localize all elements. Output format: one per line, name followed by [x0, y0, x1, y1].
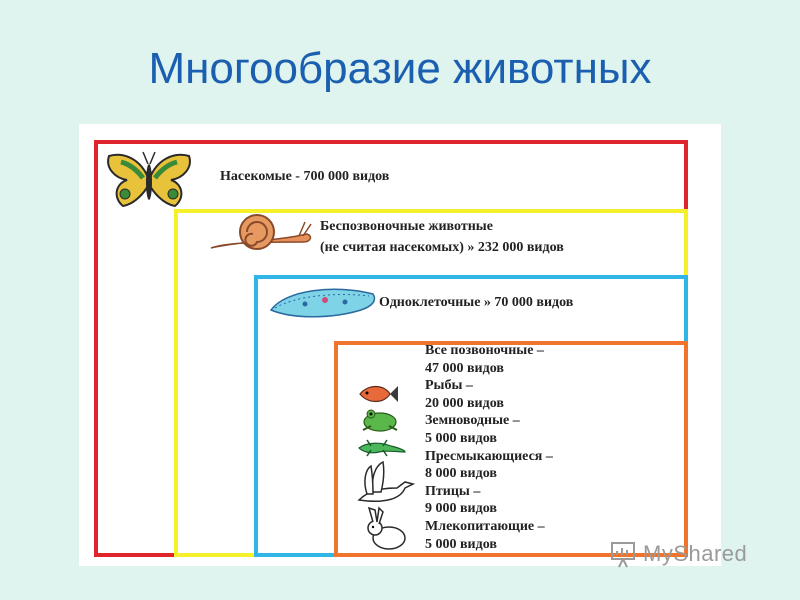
list-item: Все позвоночные – [425, 343, 544, 358]
list-item: 5 000 видов [425, 536, 497, 552]
invertebrates-label-line1: Беспозвоночные животные [320, 219, 493, 234]
unicellular-label: Одноклеточные » 70 000 видов [379, 295, 574, 310]
insects-label: Насекомые - 700 000 видов [220, 169, 390, 184]
lizard-icon [358, 439, 406, 457]
list-item: Земноводные – [425, 413, 520, 429]
list-item: Рыбы – [425, 378, 473, 394]
bird-icon [357, 460, 415, 502]
list-item: 8 000 видов [425, 466, 497, 482]
paramecium-icon [269, 288, 376, 318]
vertebrates-list: Все позвоночные – 47 000 видов Рыбы – 20… [425, 342, 553, 553]
rabbit-icon [367, 506, 406, 550]
list-item: 20 000 видов [425, 395, 504, 411]
vertebrates-box [334, 341, 688, 557]
list-item: Млекопитающие – [425, 518, 545, 534]
snail-icon [210, 214, 312, 250]
list-item: 5 000 видов [425, 430, 497, 446]
diagram-panel: Насекомые - 700 000 видов Беспозвоночные… [79, 124, 721, 566]
list-item: 47 000 видов [425, 360, 504, 376]
butterfly-icon [107, 151, 191, 208]
list-item: Птицы – [425, 483, 481, 499]
slide-title: Многообразие животных [148, 44, 652, 93]
watermark: MyShared [609, 538, 769, 570]
list-item: 9 000 видов [425, 501, 497, 517]
fish-icon [359, 385, 398, 403]
list-item: Пресмыкающиеся – [425, 448, 553, 464]
invertebrates-label-line2: (не считая насекомых) » 232 000 видов [320, 240, 564, 255]
frog-icon [362, 409, 398, 432]
watermark-text: MyShared [643, 541, 748, 566]
presentation-icon [611, 542, 635, 568]
